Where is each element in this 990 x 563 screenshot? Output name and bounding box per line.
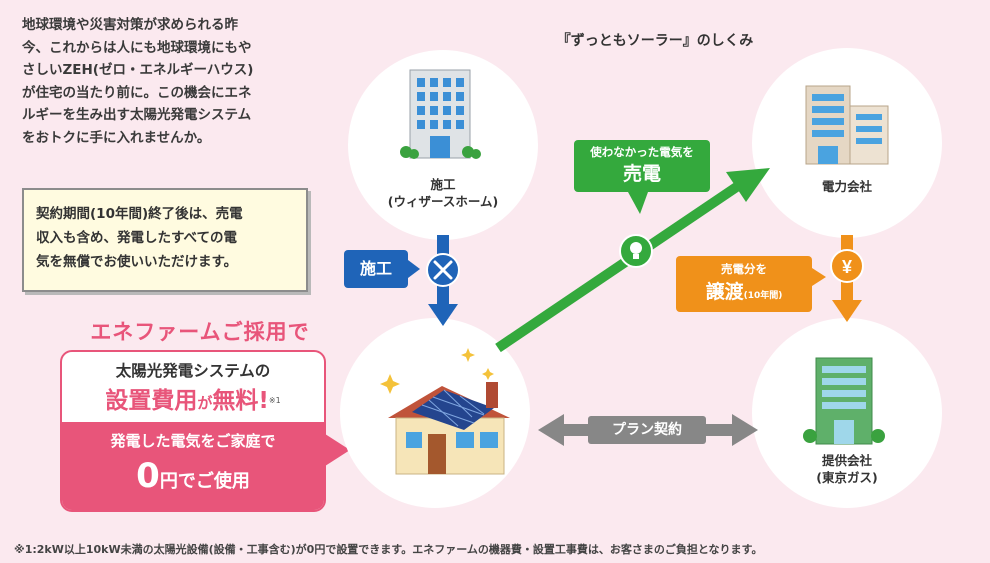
intro-paragraph: 地球環境や災害対策が求められる昨 今、これからは人にも地球環境にもや さしいZE… <box>22 14 322 149</box>
transfer-tag-note: (10年間) <box>743 291 783 301</box>
contract-note-box: 契約期間(10年間)終了後は、売電 収入も含め、発電したすべての電 気を無償でお… <box>22 188 308 292</box>
power-company-building-icon <box>805 85 889 165</box>
power-company-label: 電力会社 <box>752 178 942 195</box>
promo-particle: が <box>197 394 213 412</box>
promo-zero: 0 <box>136 456 160 496</box>
note-line: 契約期間(10年間)終了後は、売電 <box>36 206 243 222</box>
power-company-label-line1: 電力会社 <box>821 179 872 194</box>
intro-line: をおトクに手に入れませんか。 <box>22 129 211 146</box>
sparkle-icons <box>380 348 494 394</box>
note-line: 気を無償でお使いいただけます。 <box>36 254 238 270</box>
provider-label-line2: (東京ガス) <box>816 470 878 485</box>
yen-icon: ¥ <box>830 249 864 283</box>
sell-tag-tail <box>628 192 648 214</box>
provider-building-icon <box>803 357 885 445</box>
office-building-icon <box>400 69 481 159</box>
construction-tag: 施工 <box>344 250 408 288</box>
promo-top: 太陽光発電システムの 設置費用が無料!※1 <box>62 352 324 424</box>
note-line: 収入も含め、発電したすべての電 <box>36 230 238 246</box>
builder-label: 施工 (ウィザースホーム) <box>348 176 538 210</box>
promo-zero-yen-line: 0円でご使用 <box>62 456 324 496</box>
promo-line1: 太陽光発電システムの <box>115 362 271 380</box>
svg-text:¥: ¥ <box>842 257 852 277</box>
promo-bottom-line: 発電した電気をご家庭で <box>110 432 276 450</box>
intro-line: さしいZEH(ゼロ・エネルギーハウス) <box>22 62 254 78</box>
transfer-tag: 売電分を 譲渡(10年間) <box>676 256 812 312</box>
promo-install-cost: 設置費用 <box>105 388 198 414</box>
promo-rest: 円でご使用 <box>159 471 250 492</box>
intro-line: 地球環境や災害対策が求められる昨 <box>22 17 238 33</box>
scheme-title: 『ずっともソーラー』のしくみ <box>556 33 754 49</box>
tools-icon <box>426 253 460 287</box>
promo-free-line: 設置費用が無料!※1 <box>62 386 324 418</box>
construction-tag-tail <box>408 260 420 278</box>
intro-line: が住宅の当たり前に。この機会にエネ <box>22 84 252 101</box>
transfer-tag-big: 譲渡 <box>705 281 744 303</box>
builder-label-line1: 施工 <box>430 177 456 192</box>
provider-label: 提供会社 (東京ガス) <box>752 452 942 486</box>
transfer-tag-tail <box>812 268 826 286</box>
promo-callout: 太陽光発電システムの 設置費用が無料!※1 発電した電気をご家庭で 0円でご使用 <box>60 350 350 512</box>
intro-line: 今、これからは人にも地球環境にもや <box>22 39 252 56</box>
plan-contract-tag: プラン契約 <box>588 416 706 444</box>
sell-tag: 使わなかった電気を 売電 <box>574 140 710 192</box>
sell-tag-big: 売電 <box>622 163 661 185</box>
sell-tag-small: 使わなかった電気を <box>590 145 694 159</box>
transfer-tag-big-line: 譲渡(10年間) <box>676 279 812 309</box>
transfer-tag-small: 売電分を <box>721 262 767 276</box>
lightbulb-icon <box>619 234 653 268</box>
intro-line: ルギーを生み出す太陽光発電システム <box>22 107 252 123</box>
green-sell-arrow <box>495 168 770 353</box>
house-solar-icon <box>388 382 510 475</box>
promo-bottom: 発電した電気をご家庭で 0円でご使用 <box>62 422 324 510</box>
footnote: ※1:2kW以上10kW未満の太陽光設備(設備・工事含む)が0円で設置できます。… <box>14 543 763 556</box>
promo-note-mark: ※1 <box>268 396 281 405</box>
provider-label-line1: 提供会社 <box>821 453 872 468</box>
promo-free: 無料! <box>212 388 269 414</box>
builder-label-line2: (ウィザースホーム) <box>387 194 499 209</box>
enefarm-heading: エネファームご採用で <box>90 320 310 344</box>
